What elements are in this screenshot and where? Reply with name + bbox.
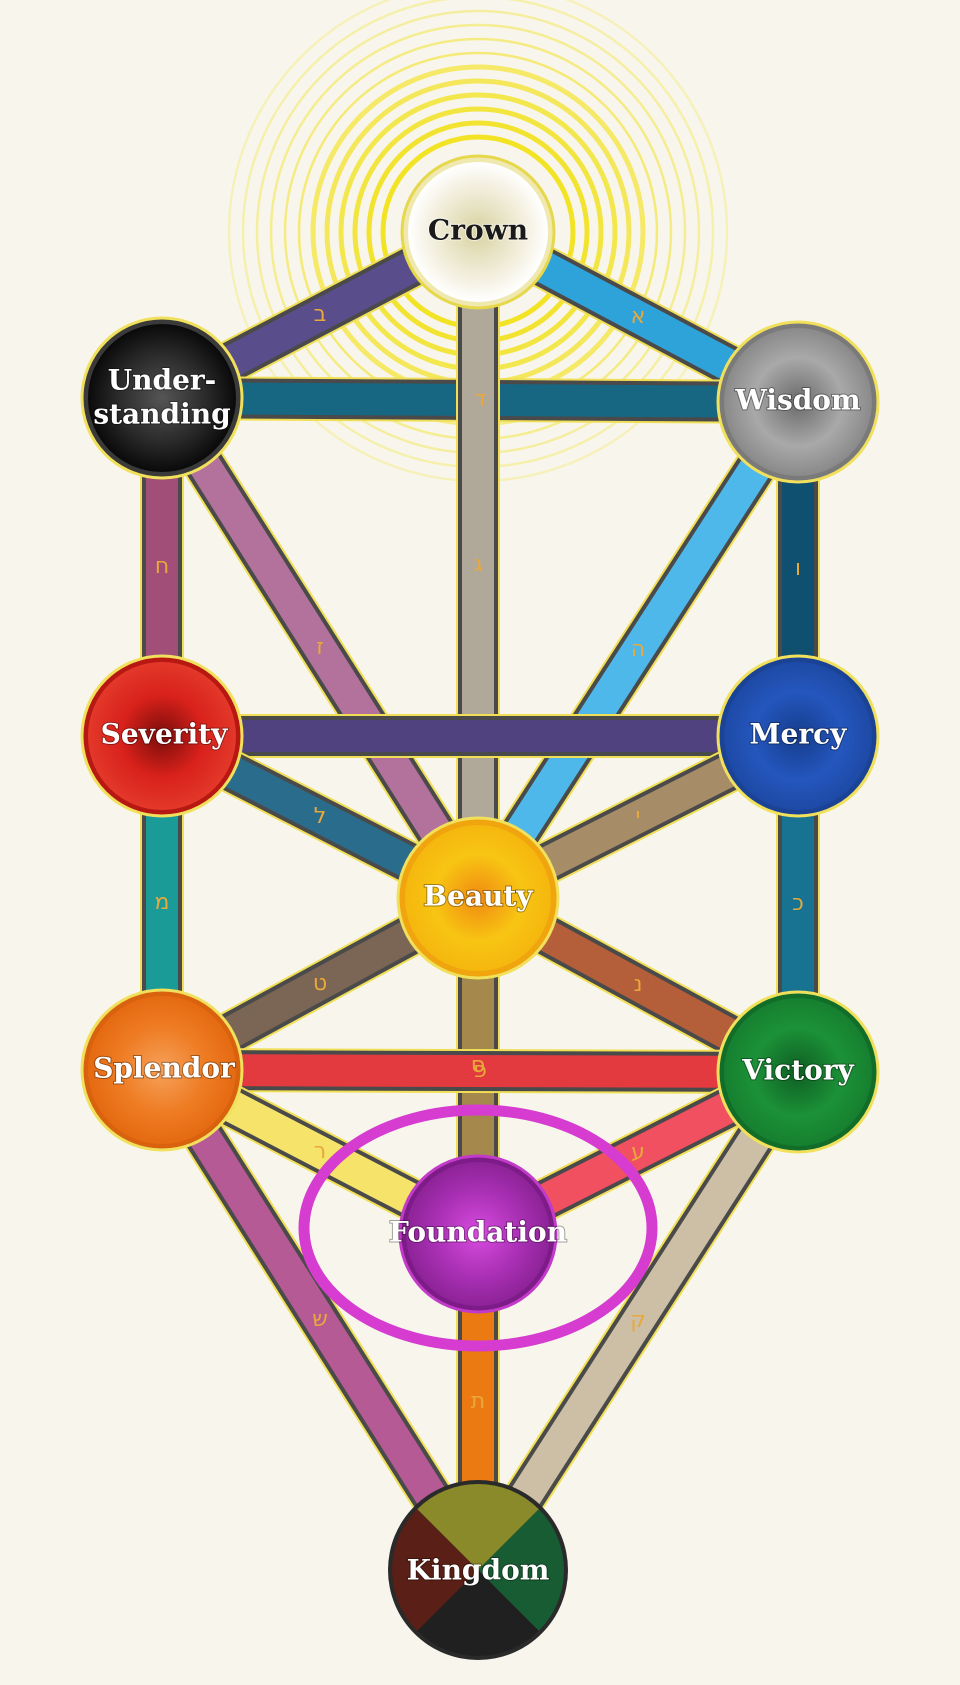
path-letter-victory-kingdom: ק [630,1308,646,1333]
node-mercy[interactable]: Mercy [716,654,880,818]
path-letter-severity-beauty: ל [314,804,327,829]
path-letters-layer: ב א ד ג ח ז ו ה ל י מ כ ט נ ספ ר ע ש ק ת [155,302,804,1414]
path-letter-crown-beauty: ג [473,552,482,577]
path-letter-severity-splendor: מ [155,890,170,915]
path-letter-splendor-foundation: ר [314,1139,326,1164]
node-beauty[interactable]: Beauty [396,816,560,980]
victory-label: Victory [741,1054,854,1087]
path-letter-victory-foundation: ע [631,1140,645,1165]
path-victory-kingdom[interactable] [459,1060,817,1582]
path-splendor-kingdom[interactable] [143,1058,497,1582]
path-letter-wisdom-beauty: ה [631,637,645,662]
path-fill [464,1063,812,1579]
path-fill [148,1061,492,1579]
path-fill [148,389,492,907]
node-foundation[interactable]: Foundation [388,1154,568,1314]
path-letter-splendor-kingdom: ש [312,1307,328,1332]
foundation-highlight-ring [298,1104,658,1352]
path-splendor-victory[interactable] [161,1048,799,1094]
node-victory[interactable]: Victory [716,990,880,1154]
path-letter-understanding-wisdom: ד [474,387,486,412]
path-letter-crown-understanding: ב [314,302,327,327]
path-letter-splendor-victory: פ [473,1058,487,1083]
splendor-label: Splendor [93,1052,236,1085]
path-understanding-beauty[interactable] [143,386,497,910]
path-letter-mercy-victory: כ [792,891,804,916]
path-wisdom-beauty[interactable] [459,390,817,910]
node-severity[interactable]: Severity [80,654,244,818]
node-splendor[interactable]: Splendor [80,988,244,1152]
understanding-label-line1: Under- [108,364,217,397]
mercy-label: Mercy [750,718,848,751]
path-letter-crown-wisdom: א [631,304,646,329]
path-letter-understanding-severity: ח [155,554,169,579]
path-letter-understanding-beauty: ז [316,635,324,660]
node-wisdom[interactable]: Wisdom [716,320,880,484]
wisdom-label: Wisdom [734,384,860,417]
kingdom-label: Kingdom [407,1554,550,1587]
path-letter-wisdom-mercy: ו [795,556,801,581]
path-letter-beauty-foundation: ס [471,1053,485,1078]
path-letter-beauty-victory: נ [634,972,643,997]
path-letter-foundation-kingdom: ת [471,1389,485,1414]
understanding-label-line2: standing [93,398,230,431]
path-fill [161,1054,799,1088]
foundation-label: Foundation [389,1216,567,1249]
node-crown[interactable]: Crown [400,154,556,310]
severity-label: Severity [101,718,228,751]
beauty-label: Beauty [423,880,533,913]
path-fill [464,393,812,907]
node-understanding[interactable]: Under- standing [80,316,244,480]
path-letter-mercy-beauty: י [636,804,641,829]
path-letter-beauty-splendor: ט [313,971,327,996]
crown-label: Crown [428,214,528,247]
